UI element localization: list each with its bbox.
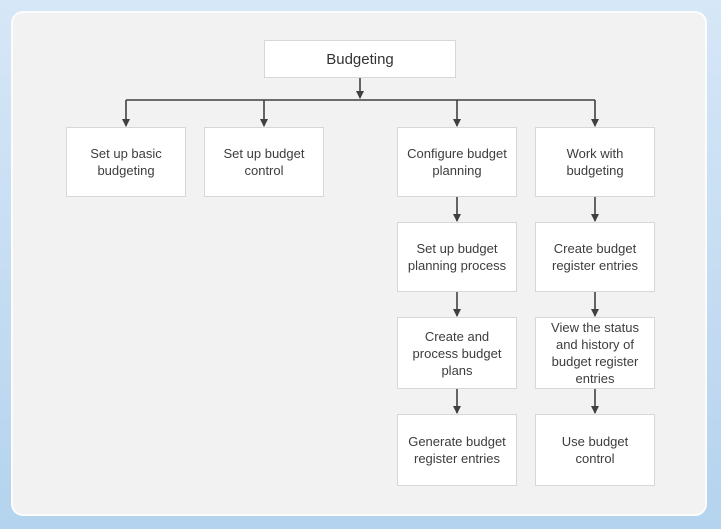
node-create-budget-register-entries: Create budget register entries (535, 222, 655, 292)
node-use-budget-control: Use budget control (535, 414, 655, 486)
node-work-with-budgeting: Work with budgeting (535, 127, 655, 197)
node-generate-budget-register-entries: Generate budget register entries (397, 414, 517, 486)
node-budgeting: Budgeting (264, 40, 456, 78)
node-view-status-history-budget-register-entries: View the status and history of budget re… (535, 317, 655, 389)
node-set-up-basic-budgeting: Set up basic budgeting (66, 127, 186, 197)
node-set-up-budget-control: Set up budget control (204, 127, 324, 197)
node-configure-budget-planning: Configure budget planning (397, 127, 517, 197)
node-set-up-budget-planning-process: Set up budget planning process (397, 222, 517, 292)
node-create-and-process-budget-plans: Create and process budget plans (397, 317, 517, 389)
